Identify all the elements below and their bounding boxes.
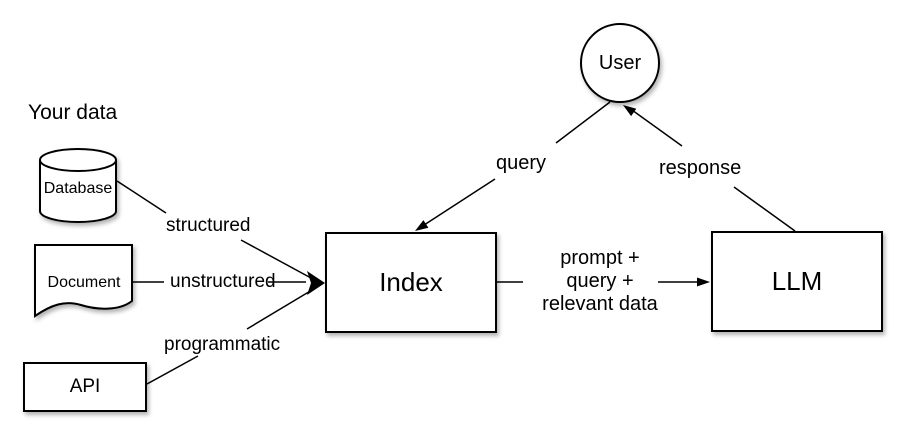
node-user: User <box>580 23 660 103</box>
edge-label-programmatic: programmatic <box>164 334 281 355</box>
database-cylinder-icon <box>39 148 117 223</box>
database-cylinder-top <box>39 148 117 172</box>
prompt-line-3: relevant data <box>542 293 658 315</box>
edge-structured-index <box>240 239 312 279</box>
document-shape-path <box>34 244 133 318</box>
node-index: Index <box>325 232 497 333</box>
index-input-arrowhead-icon <box>307 271 325 295</box>
section-title-your-data: Your data <box>28 101 118 124</box>
edge-label-response: response <box>659 157 742 179</box>
edge-database-structured <box>116 180 167 214</box>
node-database-label: Database <box>43 180 113 197</box>
response-arrowhead-icon <box>623 105 637 117</box>
prompt-line-1: prompt + <box>560 247 640 269</box>
node-api-label: API <box>69 376 101 397</box>
edge-api-programmatic <box>146 355 199 385</box>
node-index-label: Index <box>379 267 443 297</box>
edge-llm-response <box>733 186 796 232</box>
node-document-label: Document <box>47 274 121 291</box>
edge-label-structured: structured <box>166 215 251 236</box>
llm-arrowhead-icon <box>697 277 710 287</box>
edge-query-index <box>420 178 496 228</box>
edge-label-prompt-block: prompt + query + relevant data <box>535 247 665 316</box>
node-api: API <box>23 362 147 412</box>
edge-user-query <box>555 101 611 144</box>
edge-response-user <box>631 109 683 147</box>
node-llm: LLM <box>711 231 883 332</box>
edge-programmatic-index <box>246 289 313 330</box>
node-user-label: User <box>598 51 642 74</box>
query-arrowhead-icon <box>415 220 429 231</box>
edge-label-unstructured: unstructured <box>170 271 276 292</box>
prompt-line-2: query + <box>566 270 634 292</box>
edge-label-query: query <box>496 152 547 174</box>
database-cylinder-body <box>39 160 117 223</box>
document-shape-icon <box>34 244 133 318</box>
node-llm-label: LLM <box>771 266 823 296</box>
